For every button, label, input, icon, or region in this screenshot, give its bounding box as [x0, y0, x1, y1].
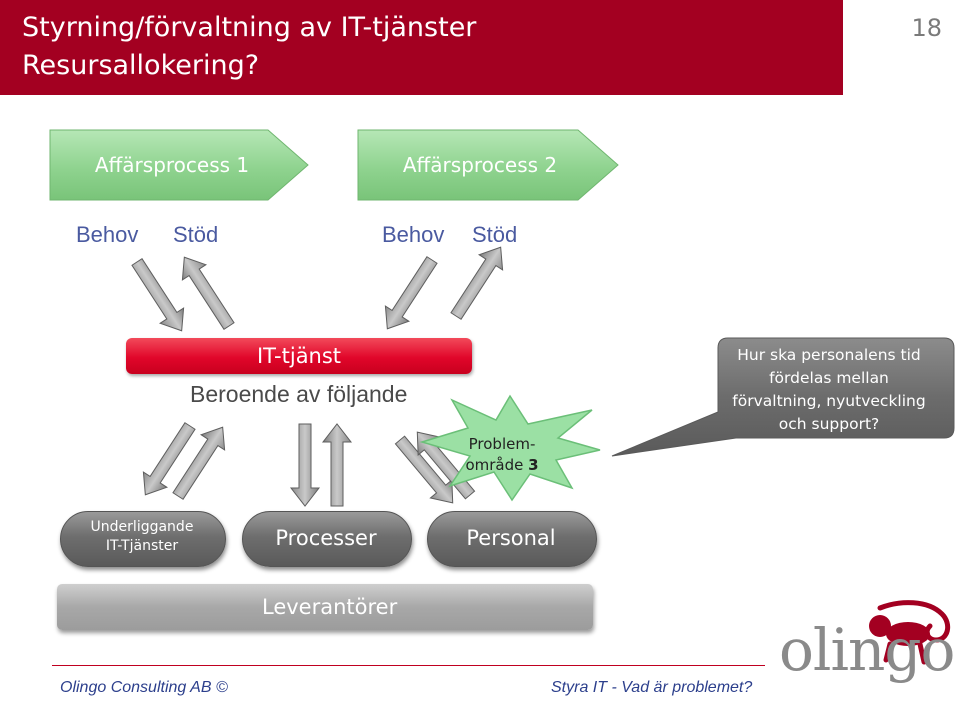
callout-line-3: förvaltning, nyutveckling	[732, 392, 926, 410]
problem-burst	[419, 394, 601, 502]
stod-label-1: Stöd	[173, 222, 219, 247]
behov-label-1: Behov	[76, 222, 139, 247]
suppliers-label: Leverantörer	[262, 595, 398, 619]
footer-divider	[52, 665, 765, 666]
resource-underliggande-line1: Underliggande	[90, 519, 194, 535]
problem-area-word: område	[465, 456, 529, 474]
resource-pill-underliggande	[60, 511, 226, 567]
resource-underliggande-line2: IT-Tjänster	[105, 538, 179, 554]
resource-underliggande-text: Underliggande IT-Tjänster	[60, 518, 224, 556]
callout-line-4: och support?	[778, 415, 880, 433]
footer-presentation: Styra IT - Vad är problemet?	[551, 679, 753, 696]
arrow-behov-2	[375, 251, 445, 337]
arrow-stod-2	[443, 239, 513, 325]
callout-line-1: Hur ska personalens tid	[737, 346, 921, 364]
problem-area-number: 3	[528, 456, 539, 474]
dependency-label: Beroende av följande	[190, 381, 408, 407]
title-bar	[0, 0, 843, 95]
slide-number: 18	[911, 14, 942, 42]
process-arrow-2	[357, 129, 619, 201]
slide-title: Styrning/förvaltning av IT-tjänster	[22, 12, 477, 43]
problem-area-line1: Problem-	[468, 435, 536, 453]
it-service-label: IT-tjänst	[256, 344, 342, 368]
process-arrow-1	[49, 129, 309, 201]
resource-personal-label: Personal	[466, 526, 556, 550]
monkey-icon	[869, 600, 951, 665]
suppliers-bar	[57, 584, 593, 630]
behov-label-2: Behov	[382, 222, 445, 247]
problem-area-text: Problem- område 3	[452, 434, 552, 476]
callout-bubble	[611, 337, 955, 457]
callout-text: Hur ska personalens tid fördelas mellan …	[720, 344, 938, 436]
arrow-underliggande-up	[165, 419, 235, 505]
process-label-2: Affärsprocess 2	[402, 153, 558, 177]
resource-processer-label: Processer	[275, 526, 377, 550]
resource-pill-processer	[242, 511, 412, 567]
olingo-logo-text: olingo	[779, 616, 955, 684]
problem-area-line2: område 3	[452, 455, 552, 476]
arrow-underliggande-down	[133, 417, 203, 503]
it-service-bar	[126, 338, 472, 374]
callout-line-2: fördelas mellan	[769, 369, 889, 387]
resource-pill-personal	[427, 511, 597, 567]
process-label-1: Affärsprocess 1	[94, 153, 250, 177]
arrow-processer-down	[290, 423, 320, 507]
slide-subtitle: Resursallokering?	[22, 50, 260, 81]
arrow-processer-up	[322, 423, 352, 507]
footer-company: Olingo Consulting AB ©	[60, 679, 228, 696]
stod-label-2: Stöd	[472, 222, 518, 247]
